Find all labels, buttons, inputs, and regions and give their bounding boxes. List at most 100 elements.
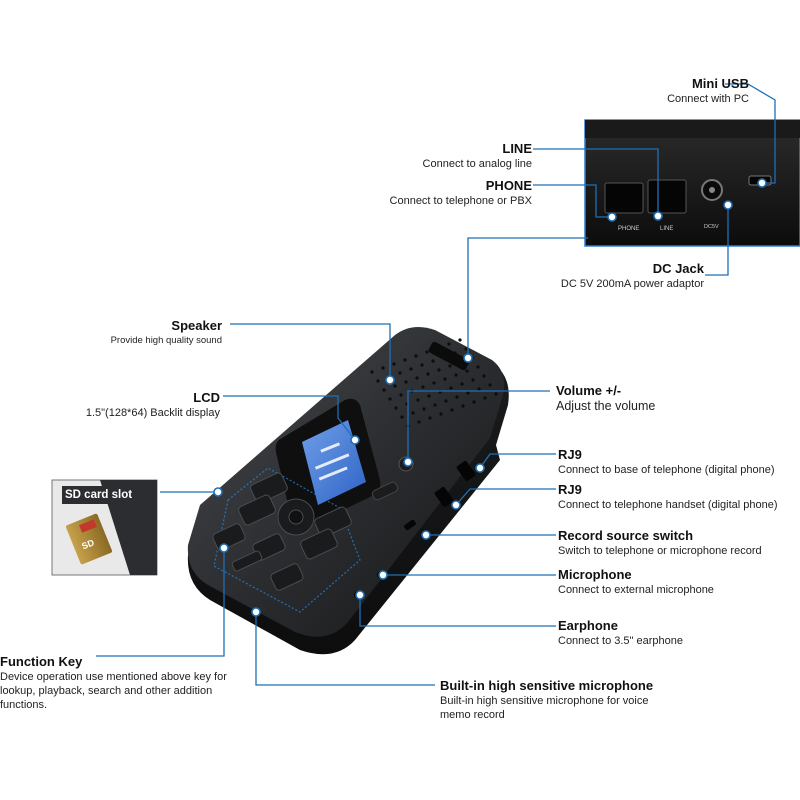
mini-usb-desc: Connect with PC	[667, 93, 749, 105]
volume-title: Volume +/-	[556, 383, 622, 398]
grille-hole	[417, 420, 421, 424]
callout-builtin-mic: Built-in high sensitive microphone Built…	[440, 678, 660, 722]
grille-hole	[448, 364, 452, 368]
microphone-desc: Connect to external microphone	[558, 584, 714, 596]
callout-record-source: Record source switch Switch to telephone…	[558, 528, 762, 558]
callout-earphone: Earphone Connect to 3.5" earphone	[558, 618, 683, 648]
grille-hole	[394, 406, 398, 410]
callout-speaker: Speaker Provide high quality sound	[60, 318, 222, 348]
grille-hole	[443, 377, 447, 381]
grille-hole	[459, 360, 463, 364]
keypad-outline	[213, 467, 361, 613]
function-key-title: Function Key	[0, 654, 83, 669]
function-key-desc: Device operation use mentioned above key…	[0, 671, 227, 711]
grille-hole	[476, 365, 480, 369]
grille-hole	[439, 412, 443, 416]
grille-hole	[464, 347, 468, 351]
phone-title: PHONE	[485, 178, 532, 193]
callout-rj9-base: RJ9 Connect to base of telephone (digita…	[558, 447, 775, 477]
speaker-desc: Provide high quality sound	[110, 335, 222, 346]
callout-rj9-handset: RJ9 Connect to telephone handset (digita…	[558, 482, 778, 512]
grille-hole	[483, 396, 487, 400]
grille-hole	[411, 411, 415, 415]
grille-hole	[415, 376, 419, 380]
grille-hole	[388, 397, 392, 401]
dc-jack-title: DC Jack	[652, 261, 704, 276]
grille-hole	[471, 378, 475, 382]
grille-hole	[450, 408, 454, 412]
rj9-base-title: RJ9	[558, 447, 582, 462]
grille-hole	[461, 404, 465, 408]
callout-function-key: Function Key Device operation use mentio…	[0, 654, 238, 712]
grille-hole	[447, 342, 451, 346]
grille-hole	[381, 366, 385, 370]
grille-hole	[382, 388, 386, 392]
grille-hole	[431, 359, 435, 363]
dc-port-label: DC5V	[704, 224, 719, 230]
grille-hole	[436, 346, 440, 350]
lcd-desc: 1.5"(128*64) Backlit display	[85, 407, 220, 419]
earphone-title: Earphone	[558, 618, 618, 633]
phone-port-label: PHONE	[618, 226, 639, 232]
grille-hole	[409, 367, 413, 371]
volume-desc: Adjust the volume	[556, 399, 656, 413]
callout-volume: Volume +/- Adjust the volume	[556, 383, 655, 414]
grille-hole	[442, 355, 446, 359]
grille-hole	[427, 394, 431, 398]
lcd-content	[314, 442, 350, 481]
grille-hole	[477, 387, 481, 391]
grille-hole	[465, 369, 469, 373]
grille-hole	[392, 362, 396, 366]
microphone-title: Microphone	[558, 567, 632, 582]
callout-mini-usb: Mini USB Connect with PC	[560, 76, 749, 106]
rj9-handset-title: RJ9	[558, 482, 582, 497]
grille-hole	[403, 358, 407, 362]
grille-hole	[399, 393, 403, 397]
record-source-desc: Switch to telephone or microphone record	[558, 545, 762, 557]
lcd-title: LCD	[193, 390, 220, 405]
grille-hole	[370, 370, 374, 374]
grille-hole	[453, 351, 457, 355]
grille-hole	[482, 374, 486, 378]
grille-hole	[416, 398, 420, 402]
line-port	[647, 179, 687, 214]
grille-hole	[458, 338, 462, 342]
menu-button	[371, 481, 399, 501]
grille-hole	[437, 368, 441, 372]
mini-usb-title: Mini USB	[691, 76, 749, 91]
grille-hole	[400, 415, 404, 419]
phone-port	[604, 182, 644, 214]
callout-sd-card: SD card slot	[62, 486, 136, 504]
grille-hole	[426, 372, 430, 376]
grille-hole	[488, 383, 492, 387]
grille-hole	[404, 380, 408, 384]
grille-hole	[428, 416, 432, 420]
speaker-title: Speaker	[171, 318, 222, 333]
grille-hole	[376, 379, 380, 383]
leader-lines	[96, 83, 776, 686]
grille-hole	[422, 407, 426, 411]
lcd-screen	[302, 420, 366, 505]
sd-card	[65, 513, 113, 565]
grille-hole	[425, 350, 429, 354]
callout-lcd: LCD 1.5"(128*64) Backlit display	[50, 390, 220, 420]
grille-hole	[460, 382, 464, 386]
builtin-mic-desc: Built-in high sensitive microphone for v…	[440, 695, 649, 721]
earphone-desc: Connect to 3.5" earphone	[558, 635, 683, 647]
grille-hole	[466, 391, 470, 395]
grille-hole	[414, 354, 418, 358]
callout-phone: PHONE Connect to telephone or PBX	[350, 178, 532, 208]
grille-hole	[398, 371, 402, 375]
callout-line: LINE Connect to analog line	[380, 141, 532, 171]
phone-desc: Connect to telephone or PBX	[389, 195, 532, 207]
callout-microphone: Microphone Connect to external microphon…	[558, 567, 714, 597]
grille-hole	[455, 395, 459, 399]
grille-hole	[449, 386, 453, 390]
line-desc: Connect to analog line	[422, 158, 532, 170]
recorder-device	[187, 326, 509, 655]
sd-card-title: SD card slot	[62, 486, 136, 504]
callout-dc-jack: DC Jack DC 5V 200mA power adaptor	[520, 261, 704, 291]
record-source-title: Record source switch	[558, 528, 694, 543]
grille-hole	[420, 363, 424, 367]
